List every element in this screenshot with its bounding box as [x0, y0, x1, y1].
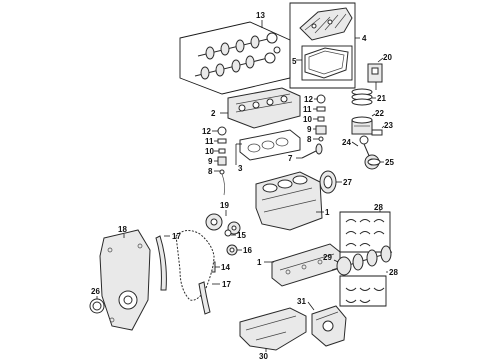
callout-8-right: 8 [307, 135, 312, 144]
part-12r [316, 94, 326, 104]
part-22-piston [351, 116, 373, 135]
valve-train-left [217, 126, 227, 196]
part-2-cylinder-head [227, 87, 301, 129]
callout-10-right: 10 [303, 115, 312, 124]
callout-17-lower: 17 [222, 280, 231, 289]
part-10l [218, 148, 226, 154]
part-9l [217, 156, 227, 166]
callout-14: 14 [221, 263, 230, 272]
callout-2: 2 [211, 109, 216, 118]
camshaft-lower [194, 46, 281, 80]
camshaft-upper [197, 32, 278, 60]
part-18-timing-cover [99, 229, 151, 331]
part-21-piston-rings [351, 88, 373, 106]
callout-22: 22 [375, 109, 384, 118]
callout-5: 5 [292, 57, 297, 66]
part-23-piston-pin [371, 129, 383, 136]
callout-28-upper: 28 [374, 203, 383, 212]
valve-cover-group [289, 2, 356, 89]
callout-30: 30 [259, 352, 268, 360]
callout-23: 23 [384, 121, 393, 130]
callout-21: 21 [377, 94, 386, 103]
callout-9-left: 9 [208, 157, 213, 166]
callout-27: 27 [343, 178, 352, 187]
callout-11-left: 11 [205, 137, 214, 146]
valve-train-right [315, 94, 327, 142]
callout-31: 31 [297, 297, 306, 306]
callout-29: 29 [323, 253, 332, 262]
part-17-chain-guides [155, 235, 211, 315]
part-8l [219, 169, 225, 175]
part-26-front-seal [89, 298, 105, 314]
part-10r [317, 116, 325, 122]
part-12l [217, 126, 227, 136]
callout-7: 7 [288, 154, 293, 163]
valve-cover [299, 7, 353, 41]
callout-17-upper: 17 [172, 232, 181, 241]
callout-10-left: 10 [205, 147, 214, 156]
callout-3: 3 [238, 164, 243, 173]
callout-12-left: 12 [202, 127, 211, 136]
part-16-crank-sprocket [226, 244, 238, 256]
callout-18: 18 [118, 225, 127, 234]
oil-line [221, 173, 226, 196]
part-1-bedplate [271, 243, 341, 287]
callout-28-lower: 28 [389, 268, 398, 277]
callout-19: 19 [220, 201, 229, 210]
gasket-box [301, 45, 353, 81]
callout-15: 15 [237, 231, 246, 240]
timing-chain [175, 230, 215, 301]
callout-4: 4 [362, 34, 367, 43]
callout-20: 20 [383, 53, 392, 62]
callout-16: 16 [243, 246, 252, 255]
part-1-engine-block [255, 171, 323, 231]
callout-1-block: 1 [325, 208, 330, 217]
part-25-rod-bearing [367, 158, 381, 166]
part-19-sprockets [205, 213, 241, 235]
part-28-bearings-lower [339, 275, 387, 307]
part-31-oil-pump [311, 305, 347, 347]
callout-11-right: 11 [303, 105, 312, 114]
part-30-oil-pan [239, 307, 307, 351]
valve-cover-gasket [304, 47, 349, 79]
part-3-head-gasket [239, 129, 301, 161]
part-29-crankshaft [331, 245, 393, 276]
callout-8-left: 8 [208, 167, 213, 176]
part-11l [217, 138, 227, 144]
part-15-sprocket [224, 229, 232, 237]
part-7-valve [301, 143, 323, 159]
part-20-bracket [367, 63, 383, 90]
callout-1-bedplate: 1 [257, 258, 262, 267]
part-28-bearings-upper [339, 211, 391, 253]
part-11r [316, 106, 326, 112]
callout-12-right: 12 [304, 95, 313, 104]
part-27-rear-seal [319, 170, 337, 194]
callout-25: 25 [385, 158, 394, 167]
callout-24: 24 [342, 138, 351, 147]
callout-26: 26 [91, 287, 100, 296]
part-9r [315, 125, 327, 135]
valve-cover-box [289, 2, 356, 89]
callout-13: 13 [256, 11, 265, 20]
camshaft-group [179, 21, 291, 95]
callout-9-right: 9 [307, 125, 312, 134]
part-8r [318, 136, 324, 142]
